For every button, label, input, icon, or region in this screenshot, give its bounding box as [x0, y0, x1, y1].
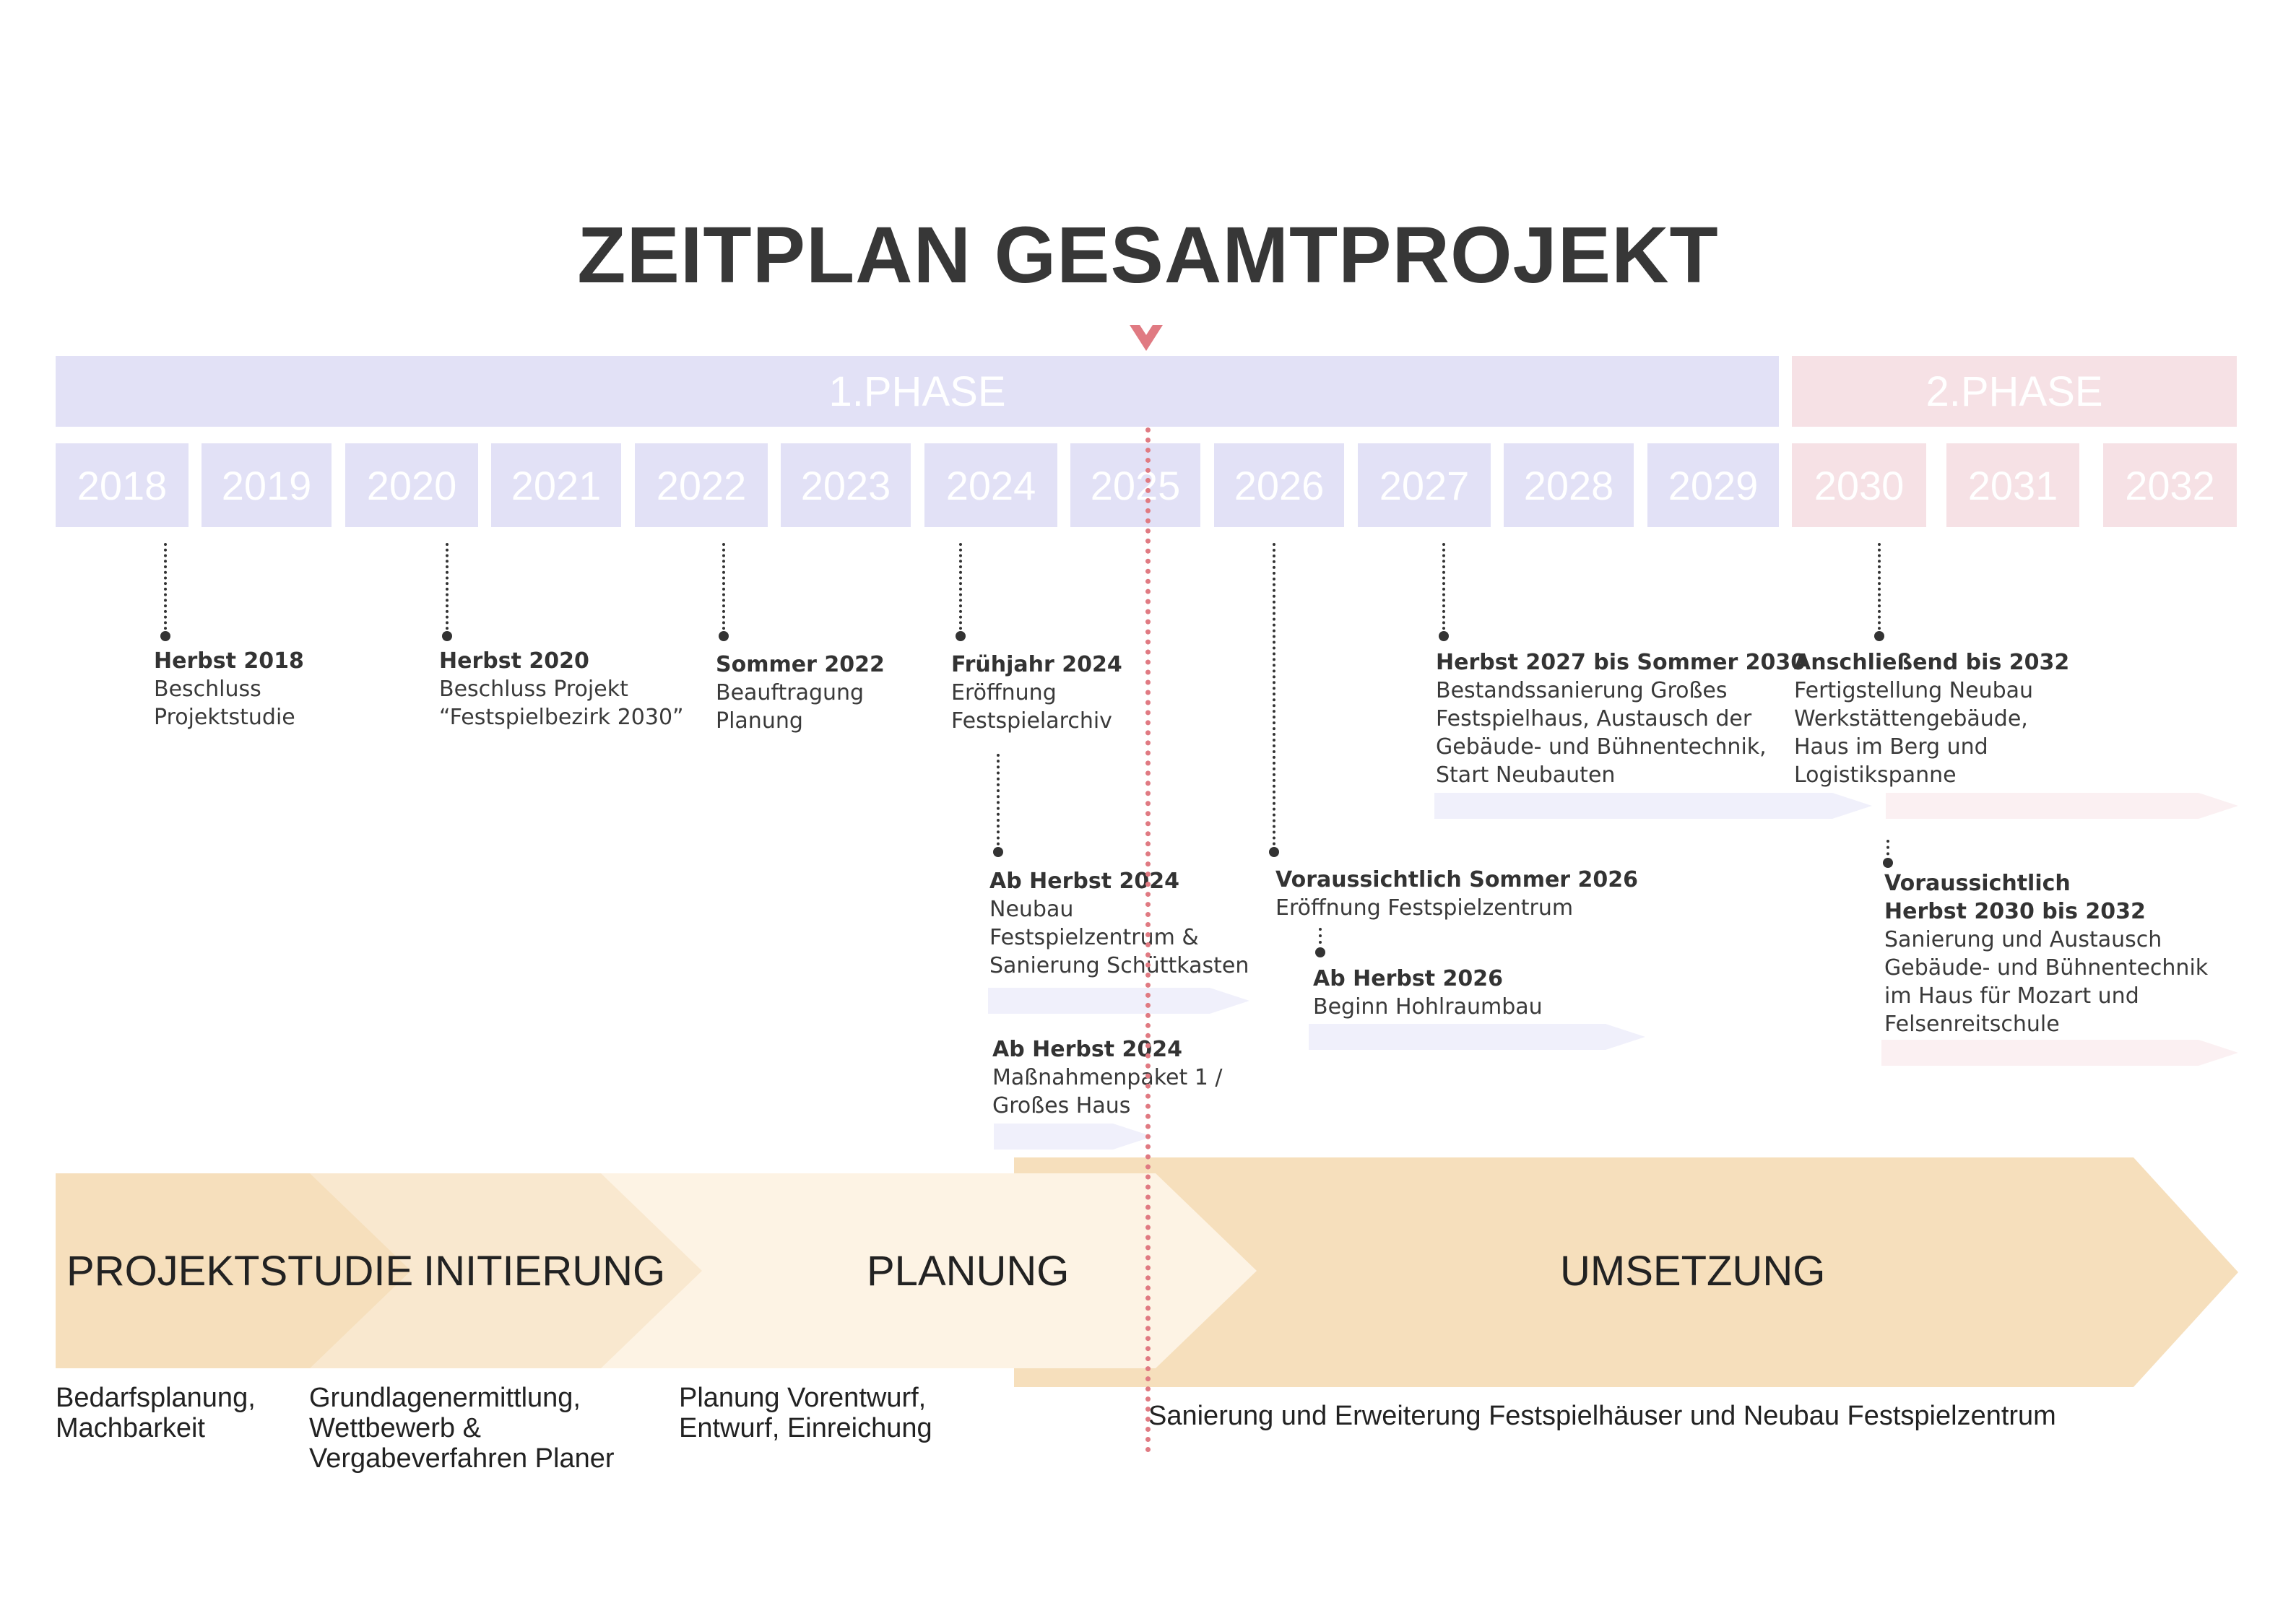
year-2026: 2026 [1214, 443, 1344, 527]
event-dot [160, 631, 170, 641]
event-desc: Beauftragung Planung [716, 680, 865, 734]
event-dot [442, 631, 452, 641]
event-desc: Beschluss Projektstudie [154, 677, 295, 730]
event-desc: Eröffnung Festspielarchiv [951, 680, 1112, 734]
year-2030: 2030 [1792, 443, 1926, 527]
event-desc: Bestandssanierung Großes Festspielhaus, … [1436, 678, 1767, 788]
event-dot [1439, 631, 1449, 641]
stage-projektstudie-desc: Bedarfsplanung, Machbarkeit [56, 1383, 256, 1443]
duration-arrow [1886, 793, 2238, 819]
stage-projektstudie-label: PROJEKTSTUDIE [66, 1247, 414, 1295]
event-herbst-2026: Ab Herbst 2026 Beginn Hohlraumbau [1313, 965, 1543, 1021]
page-title: ZEITPLAN GESAMTPROJEKT [577, 211, 1719, 300]
event-herbst-2030: Voraussichtlich Herbst 2030 bis 2032 San… [1884, 869, 2208, 1038]
event-dot [719, 631, 729, 641]
duration-arrow [988, 988, 1249, 1014]
current-year-line [1145, 427, 1151, 1453]
connector-line [1878, 543, 1881, 635]
year-2028: 2028 [1504, 443, 1634, 527]
event-title: Herbst 2020 [439, 648, 589, 674]
year-2022: 2022 [635, 443, 768, 527]
phase-1-label: 1.PHASE [828, 368, 1006, 415]
stage-initierung-desc: Grundlagenermittlung, Wettbewerb & Verga… [309, 1383, 615, 1474]
event-ab-herbst-2024-neubau: Ab Herbst 2024 Neubau Festspielzentrum &… [989, 867, 1249, 980]
year-2019: 2019 [202, 443, 332, 527]
event-dot [1874, 631, 1884, 641]
stage-planung-label: PLANUNG [867, 1247, 1070, 1295]
event-dot [956, 631, 966, 641]
event-desc: Sanierung und Austausch Gebäude- und Büh… [1884, 927, 2209, 1037]
event-desc: Maßnahmenpaket 1 / Großes Haus [992, 1065, 1223, 1118]
event-dot [993, 847, 1003, 857]
connector-line [446, 543, 449, 635]
year-2020: 2020 [345, 443, 478, 527]
event-dot [1269, 847, 1279, 857]
event-title: Frühjahr 2024 [951, 652, 1122, 677]
event-title: Anschließend bis 2032 [1794, 650, 2070, 675]
event-title: Ab Herbst 2024 [992, 1037, 1182, 1062]
event-title: Voraussichtlich Herbst 2030 bis 2032 [1884, 871, 2146, 924]
event-dot [1315, 947, 1325, 957]
event-dot [1883, 858, 1893, 868]
year-2032: 2032 [2103, 443, 2237, 527]
duration-arrow [1309, 1024, 1645, 1050]
event-title: Herbst 2027 bis Sommer 2030 [1436, 650, 1806, 675]
year-2018: 2018 [56, 443, 189, 527]
duration-arrow [1434, 793, 1872, 819]
event-ab-herbst-2024-massnahmen: Ab Herbst 2024 Maßnahmenpaket 1 / Großes… [992, 1035, 1223, 1120]
stage-umsetzung-desc: Sanierung und Erweiterung Festspielhäuse… [1148, 1401, 2056, 1431]
connector-line [1319, 928, 1322, 950]
connector-line [959, 543, 962, 635]
event-anschliessend-2032: Anschließend bis 2032 Fertigstellung Neu… [1794, 648, 2069, 789]
event-desc: Eröffnung Festspielzentrum [1275, 895, 1574, 921]
year-2029: 2029 [1647, 443, 1779, 527]
phase-2-label: 2.PHASE [1925, 368, 2103, 415]
event-desc: Neubau Festspielzentrum & Sanierung Schü… [989, 897, 1249, 978]
year-2021: 2021 [491, 443, 621, 527]
event-desc: Fertigstellung Neubau Werkstättengebäude… [1794, 678, 2034, 788]
stage-planung-desc: Planung Vorentwurf, Entwurf, Einreichung [679, 1383, 932, 1443]
connector-line [722, 543, 725, 635]
stage-initierung-label: INITIERUNG [423, 1247, 666, 1295]
event-herbst-2020: Herbst 2020 Beschluss Projekt “Festspiel… [439, 647, 684, 731]
event-herbst-2027: Herbst 2027 bis Sommer 2030 Bestandssani… [1436, 648, 1806, 789]
phase-2-bar: 2.PHASE [1792, 356, 2237, 427]
event-title: Voraussichtlich Sommer 2026 [1275, 867, 1639, 892]
event-title: Sommer 2022 [716, 652, 885, 677]
year-2027: 2027 [1358, 443, 1491, 527]
event-title: Ab Herbst 2026 [1313, 966, 1503, 991]
year-2025: 2025 [1070, 443, 1200, 527]
connector-line [997, 754, 1000, 851]
current-year-marker-icon [1130, 325, 1163, 351]
duration-arrow [994, 1124, 1153, 1150]
event-sommer-2022: Sommer 2022 Beauftragung Planung [716, 651, 885, 735]
connector-line [1273, 543, 1275, 851]
phase-1-bar: 1.PHASE [56, 356, 1779, 427]
duration-arrow [1881, 1040, 2238, 1066]
event-fruehjahr-2024: Frühjahr 2024 Eröffnung Festspielarchiv [951, 651, 1122, 735]
year-2023: 2023 [781, 443, 911, 527]
event-sommer-2026: Voraussichtlich Sommer 2026 Eröffnung Fe… [1275, 866, 1638, 922]
connector-line [1886, 840, 1889, 861]
connector-line [1442, 543, 1445, 635]
event-herbst-2018: Herbst 2018 Beschluss Projektstudie [154, 647, 304, 731]
connector-line [164, 543, 167, 635]
event-desc: Beginn Hohlraumbau [1313, 994, 1543, 1020]
event-title: Herbst 2018 [154, 648, 304, 674]
event-title: Ab Herbst 2024 [989, 869, 1179, 894]
year-2031: 2031 [1946, 443, 2079, 527]
event-desc: Beschluss Projekt “Festspielbezirk 2030” [439, 677, 684, 730]
year-2024: 2024 [924, 443, 1057, 527]
stage-umsetzung-label: UMSETZUNG [1560, 1247, 1826, 1295]
